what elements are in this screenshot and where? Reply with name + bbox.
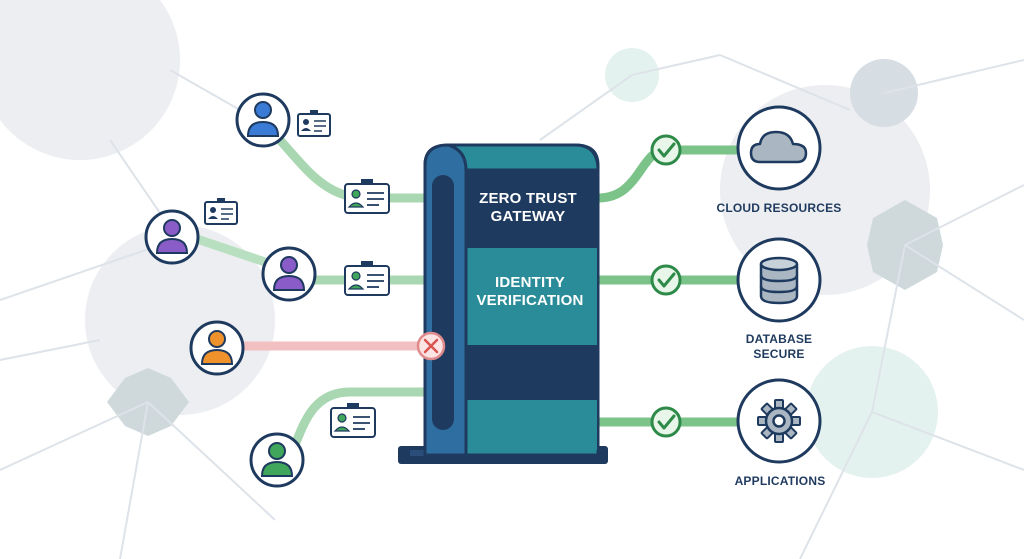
user-avatar-icon — [249, 432, 305, 488]
cloud-icon — [749, 130, 808, 164]
gateway-panel-dark — [466, 345, 597, 400]
gear-icon — [757, 399, 801, 443]
id-badge-icon — [204, 198, 238, 225]
gateway-title-line2: GATEWAY — [491, 208, 566, 225]
gateway-subtitle-line1: IDENTITY — [495, 274, 565, 291]
applications-label: APPLICATIONS — [735, 474, 826, 488]
user-avatar-icon — [235, 92, 291, 148]
gateway-panel-verify — [466, 248, 597, 345]
cloud-resources-label: CLOUD RESOURCES — [716, 201, 841, 215]
database-icon — [759, 256, 799, 305]
user-avatar-icon — [144, 209, 200, 265]
gateway-panel-title — [466, 170, 597, 248]
gateway-subtitle-line2: VERIFICATION — [476, 292, 583, 309]
user-avatar-icon — [189, 320, 245, 376]
check-circle-icon — [650, 406, 682, 438]
check-circle-icon — [650, 264, 682, 296]
id-badge-icon — [344, 261, 390, 296]
id-badge-icon — [297, 110, 331, 137]
id-badge-icon — [330, 403, 376, 438]
database-label-line1: DATABASE — [746, 332, 813, 346]
gateway-top-cap — [447, 143, 600, 172]
database-label-line2: SECURE — [753, 347, 804, 361]
check-circle-icon — [650, 134, 682, 166]
gateway-slot — [432, 175, 454, 430]
database-resource: DATABASE SECURE — [736, 237, 822, 361]
purple-user-upper-connection — [195, 235, 270, 267]
x-circle-icon — [416, 331, 446, 361]
cloud-resource: CLOUD RESOURCES — [716, 105, 841, 215]
green-user-connection — [290, 387, 450, 450]
gateway-title-line1: ZERO TRUST — [479, 190, 577, 207]
user-avatar-icon — [261, 246, 317, 302]
applications-resource: APPLICATIONS — [735, 378, 826, 488]
zero-trust-gateway: ZERO TRUST GATEWAY IDENTITY VERIFICATION — [398, 143, 608, 464]
id-badge-icon — [344, 179, 390, 214]
gateway-panel-lower — [466, 400, 597, 450]
